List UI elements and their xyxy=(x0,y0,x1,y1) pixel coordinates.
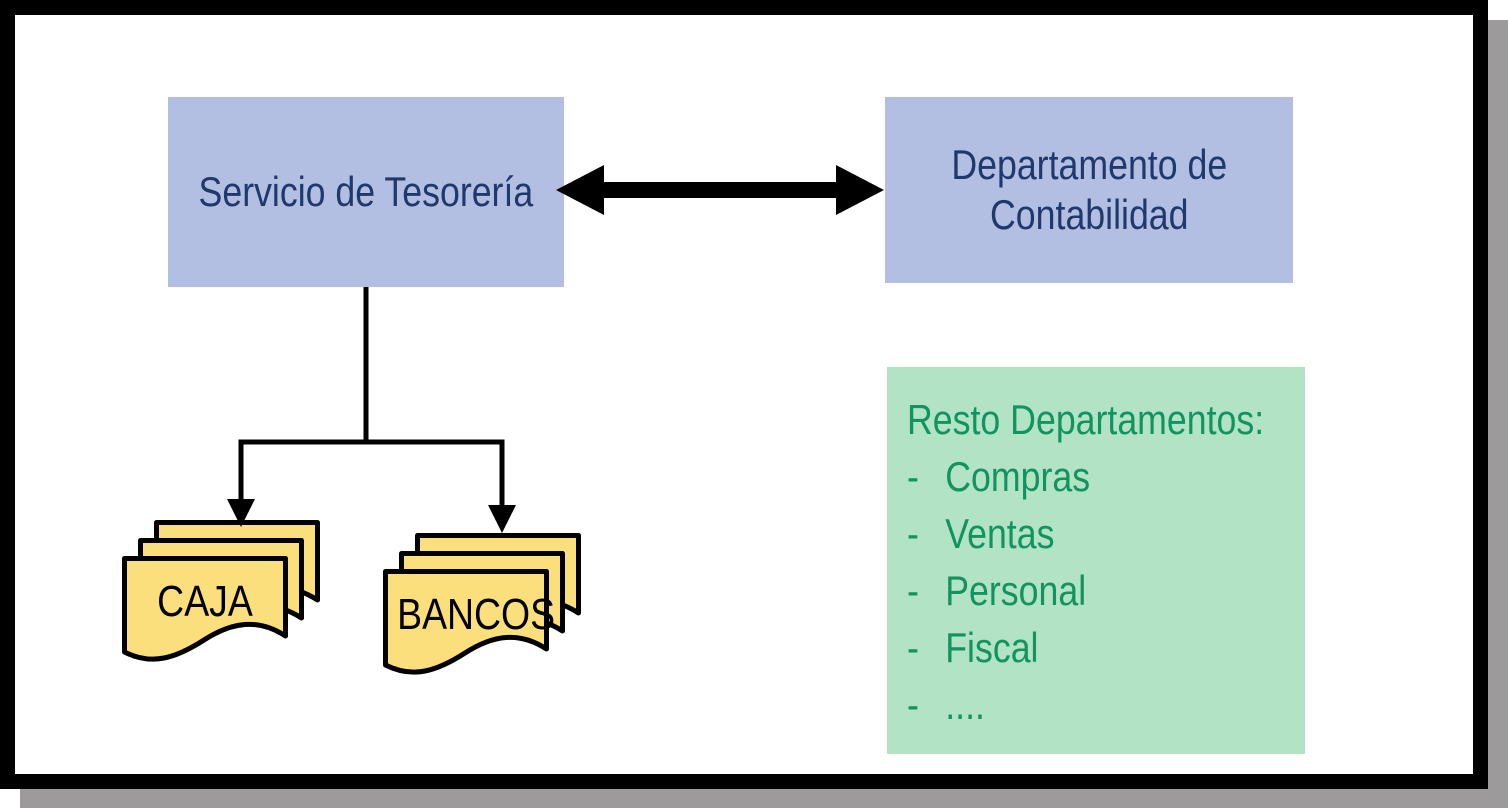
panel-item-label: .... xyxy=(945,681,985,728)
list-bullet: - xyxy=(907,681,919,728)
document-stack-bancos: BANCOS xyxy=(383,533,587,685)
node-servicio-tesoreria: Servicio de Tesorería xyxy=(168,97,564,287)
node-contabilidad-line1: Departamento de xyxy=(951,140,1227,188)
list-bullet: - xyxy=(907,453,919,500)
panel-item-fiscal: -Fiscal xyxy=(907,619,1237,676)
list-bullet: - xyxy=(907,567,919,614)
panel-title: Resto Departamentos: xyxy=(907,396,1265,443)
panel-item-label: Fiscal xyxy=(945,624,1039,671)
panel-item-etc: -.... xyxy=(907,676,1237,733)
panel-item-label: Compras xyxy=(945,453,1091,500)
document-stack-caja: CAJA xyxy=(122,520,326,672)
list-bullet: - xyxy=(907,510,919,557)
panel-item-label: Personal xyxy=(945,567,1087,614)
document-label-caja: CAJA xyxy=(157,577,253,626)
node-departamento-contabilidad-label: Departamento de Contabilidad xyxy=(951,140,1227,241)
panel-item-label: Ventas xyxy=(945,510,1055,557)
document-label-bancos: BANCOS xyxy=(397,590,556,639)
list-bullet: - xyxy=(907,624,919,671)
node-departamento-contabilidad: Departamento de Contabilidad xyxy=(885,97,1293,283)
panel-item-compras: -Compras xyxy=(907,448,1237,505)
node-contabilidad-line2: Contabilidad xyxy=(989,191,1189,238)
panel-resto-departamentos: Resto Departamentos: -Compras -Ventas -P… xyxy=(887,367,1305,754)
panel-item-personal: -Personal xyxy=(907,562,1237,619)
node-servicio-tesoreria-label: Servicio de Tesorería xyxy=(198,167,534,215)
panel-item-ventas: -Ventas xyxy=(907,505,1237,562)
